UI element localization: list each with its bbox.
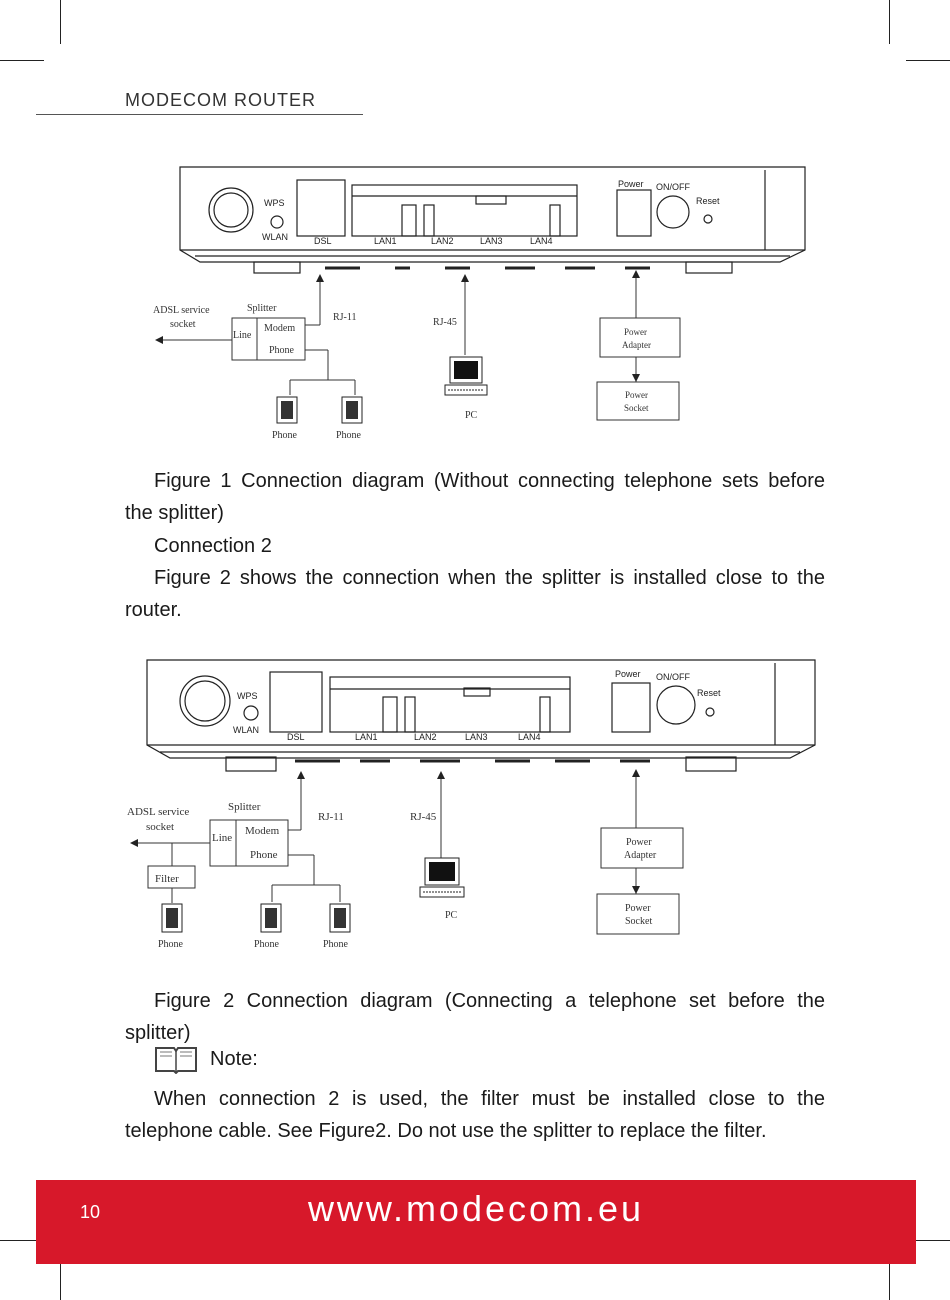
rj45-label: RJ-45 xyxy=(410,811,437,823)
figure-2-caption: Figure 2 Connection diagram (Connecting … xyxy=(125,990,825,1044)
onoff-label: ON/OFF xyxy=(656,672,690,682)
footer-bar: 10 www.modecom.eu xyxy=(36,1180,916,1264)
lan4-label: LAN4 xyxy=(530,236,553,246)
crop-mark xyxy=(889,1256,890,1300)
phone-icon xyxy=(341,396,363,424)
wps-label: WPS xyxy=(264,198,285,208)
power-adapter-label: Power xyxy=(626,837,652,848)
modem-label: Modem xyxy=(245,825,280,837)
splitter-label: Splitter xyxy=(247,303,277,314)
power-socket-label: Power xyxy=(625,903,651,914)
header-rule xyxy=(36,114,363,115)
phone-label: Phone xyxy=(158,939,184,950)
lan2-label: LAN2 xyxy=(414,732,437,742)
socket-label: socket xyxy=(146,821,174,833)
lan3-label: LAN3 xyxy=(480,236,503,246)
splitter-label: Splitter xyxy=(228,801,261,813)
rj11-label: RJ-11 xyxy=(318,811,344,823)
adsl-label: ADSL service xyxy=(153,305,210,316)
figure-1-diagram: WPS WLAN Power ON/OFF Reset DSL LAN1 LAN… xyxy=(153,166,806,441)
wps-label: WPS xyxy=(237,691,258,701)
dsl-label: DSL xyxy=(314,236,332,246)
power-socket-label: Socket xyxy=(625,916,652,927)
power-adapter-label: Adapter xyxy=(622,340,651,350)
adsl-label: ADSL service xyxy=(127,806,189,818)
rj11-label: RJ-11 xyxy=(333,312,357,323)
crop-mark xyxy=(906,1240,950,1241)
filter-label: Filter xyxy=(155,873,179,885)
note-heading: Note: xyxy=(154,1043,258,1075)
splitter-phone-label: Phone xyxy=(269,345,295,356)
line-label: Line xyxy=(212,832,232,844)
crop-mark xyxy=(889,0,890,44)
crop-mark xyxy=(0,60,44,61)
pc-icon xyxy=(444,356,488,396)
running-header: MODECOM ROUTER xyxy=(125,90,316,110)
crop-mark xyxy=(906,60,950,61)
splitter-phone-label: Phone xyxy=(250,849,278,861)
pc-label: PC xyxy=(465,410,478,421)
page-number: 10 xyxy=(80,1202,101,1222)
book-icon xyxy=(155,1047,197,1074)
connection-2-description: Figure 2 shows the connection when the s… xyxy=(125,567,825,621)
phone-icon xyxy=(260,903,282,933)
figure-2-diagram: WPS WLAN Power ON/OFF Reset DSL LAN1 LAN… xyxy=(127,659,816,950)
phone-icon xyxy=(276,396,298,424)
power-label: Power xyxy=(618,179,644,189)
wlan-label: WLAN xyxy=(262,232,288,242)
reset-label: Reset xyxy=(697,688,721,698)
onoff-label: ON/OFF xyxy=(656,182,690,192)
connection-2-heading: Connection 2 xyxy=(154,535,272,557)
power-socket-label: Socket xyxy=(624,403,649,413)
reset-label: Reset xyxy=(696,196,720,206)
lan2-label: LAN2 xyxy=(431,236,454,246)
power-label: Power xyxy=(615,669,641,679)
crop-mark xyxy=(60,0,61,44)
crop-mark xyxy=(60,1256,61,1300)
lan4-label: LAN4 xyxy=(518,732,541,742)
phone-icon xyxy=(329,903,351,933)
lan1-label: LAN1 xyxy=(374,236,397,246)
power-adapter-label: Adapter xyxy=(624,850,657,861)
crop-mark xyxy=(0,1240,44,1241)
phone-label: Phone xyxy=(336,430,362,441)
phone-icon xyxy=(161,903,183,933)
lan1-label: LAN1 xyxy=(355,732,378,742)
modem-label: Modem xyxy=(264,323,295,334)
note-text: When connection 2 is used, the filter mu… xyxy=(125,1088,825,1142)
lan3-label: LAN3 xyxy=(465,732,488,742)
dsl-label: DSL xyxy=(287,732,305,742)
pc-label: PC xyxy=(445,910,458,921)
phone-label: Phone xyxy=(323,939,349,950)
figure-1-caption: Figure 1 Connection diagram (Without con… xyxy=(125,470,825,524)
phone-label: Phone xyxy=(272,430,298,441)
rj45-label: RJ-45 xyxy=(433,317,457,328)
wlan-label: WLAN xyxy=(233,725,259,735)
footer-url: www.modecom.eu xyxy=(307,1188,645,1229)
socket-label: socket xyxy=(170,319,196,330)
power-adapter-label: Power xyxy=(624,327,647,337)
line-label: Line xyxy=(233,330,252,341)
phone-label: Phone xyxy=(254,939,280,950)
power-socket-label: Power xyxy=(625,390,648,400)
note-label: Note: xyxy=(210,1047,258,1070)
pc-icon xyxy=(419,857,465,898)
